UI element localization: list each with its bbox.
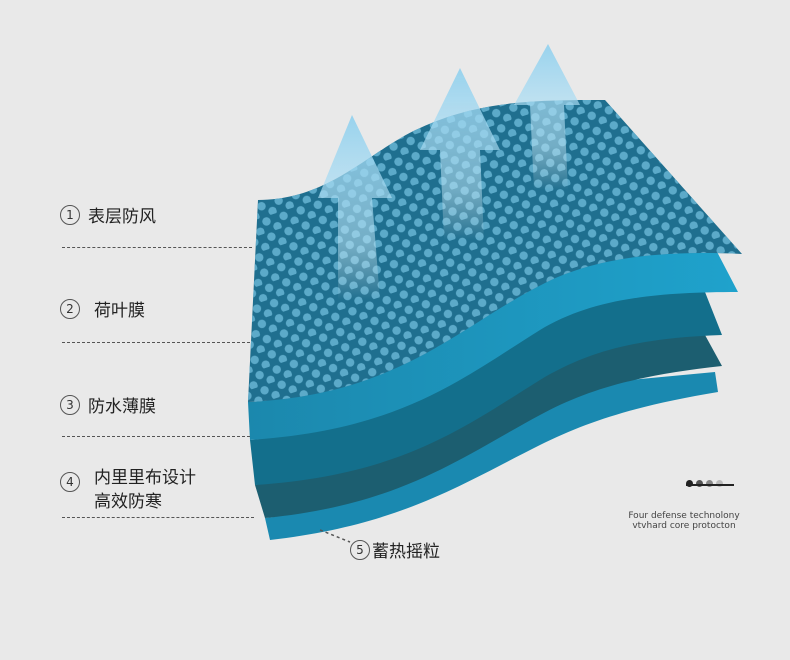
layer-4-line-2: 高效防寒: [94, 492, 162, 512]
layer-2-label: 2 荷叶膜: [60, 296, 145, 321]
circled-number-5: 5: [350, 539, 370, 560]
layer-2-lotus: [248, 248, 738, 440]
tagline-line-1: Four defense technolony: [628, 511, 740, 521]
layer-4-label: 4 内里里布设计 高效防寒: [60, 466, 196, 514]
circled-number-3: 3: [60, 394, 80, 415]
layer-3-membrane: [250, 292, 722, 485]
circled-number-2: 2: [60, 298, 80, 319]
layer-4-text: 内里里布设计 高效防寒: [94, 466, 196, 514]
pagination-dots-icon: [686, 472, 726, 491]
layer-1-label: 1 表层防风: [60, 202, 156, 227]
layer-4-lining: [255, 335, 722, 518]
layer-3-text: 防水薄膜: [88, 397, 156, 417]
circled-number-4: 4: [60, 472, 80, 492]
tagline: Four defense technolony vtvhard core pro…: [618, 511, 750, 531]
divider-4: [62, 517, 254, 518]
upward-arrow-icon: [318, 44, 580, 300]
layer-3-label: 3 防水薄膜: [60, 392, 156, 417]
layer-4-line-1: 内里里布设计: [94, 468, 196, 488]
divider-2: [62, 342, 250, 343]
divider-1: [62, 247, 252, 248]
divider-3: [62, 436, 250, 437]
layer-5-fleece: [265, 372, 718, 540]
dots-underline: [686, 484, 734, 486]
layer-1-text: 表层防风: [88, 207, 156, 227]
layer-2-text: 荷叶膜: [94, 301, 145, 321]
tagline-line-2: vtvhard core protocton: [632, 521, 736, 531]
layer-5-text: 蓄热摇粒: [372, 542, 440, 562]
circled-number-1: 1: [60, 204, 80, 225]
